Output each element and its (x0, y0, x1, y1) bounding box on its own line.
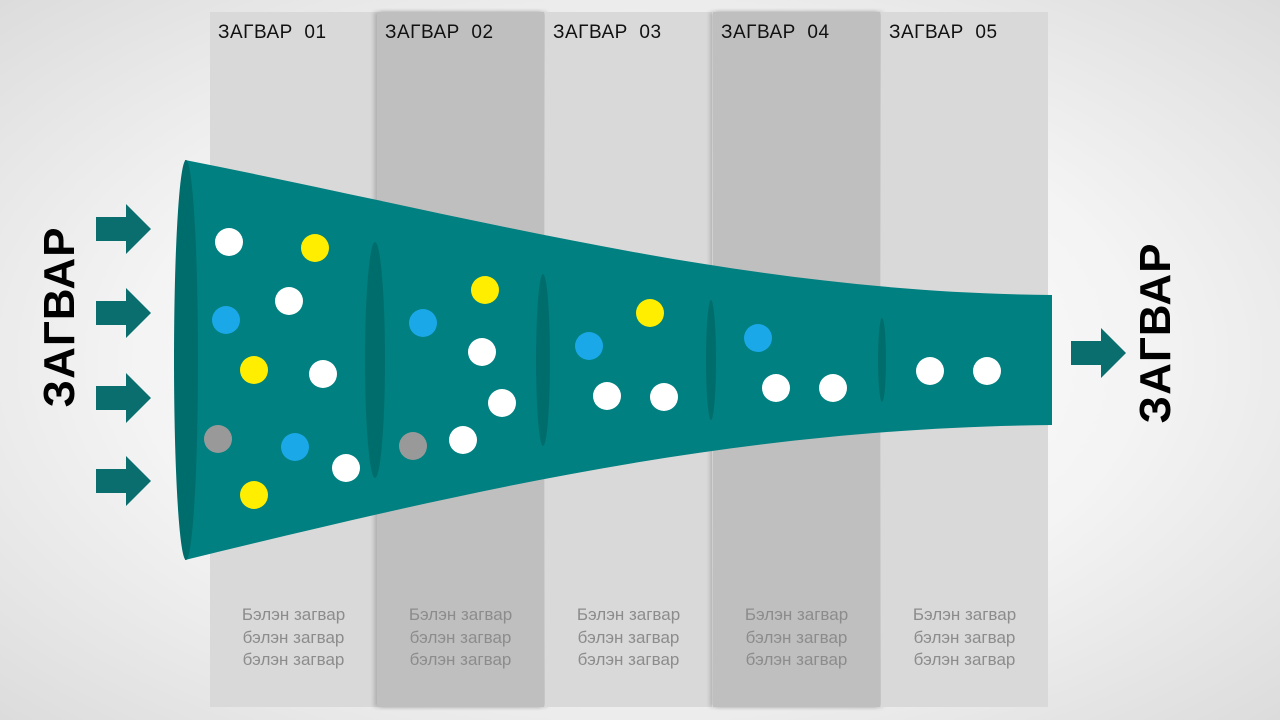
funnel-ring-3 (706, 300, 716, 420)
stage-title-4: ЗАГВАР 04 (721, 22, 830, 43)
dot-white (468, 338, 496, 366)
dot-yellow (636, 299, 664, 327)
funnel-body (185, 160, 1052, 560)
dot-white (593, 382, 621, 410)
stage-title-2: ЗАГВАР 02 (385, 22, 494, 43)
stage-description-2: Бэлэн загвар бэлэн загвар бэлэн загвар (408, 605, 513, 669)
stage-description-5: Бэлэн загвар бэлэн загвар бэлэн загвар (912, 605, 1017, 669)
dot-white (309, 360, 337, 388)
stage-title-5: ЗАГВАР 05 (889, 22, 998, 43)
input-label: ЗАГВАР (35, 226, 84, 408)
funnel-ring-2 (536, 274, 550, 446)
stage-description-4: Бэлэн загвар бэлэн загвар бэлэн загвар (744, 605, 849, 669)
dot-white (819, 374, 847, 402)
right-arrow-icon (1071, 328, 1126, 378)
dot-gray (399, 432, 427, 460)
dot-blue (409, 309, 437, 337)
dot-white (275, 287, 303, 315)
dot-white (449, 426, 477, 454)
right-arrow-icon (96, 288, 151, 338)
dot-white (332, 454, 360, 482)
dot-white (650, 383, 678, 411)
dot-white (916, 357, 944, 385)
right-arrow-icon (96, 204, 151, 254)
dot-blue (212, 306, 240, 334)
stage-description-3: Бэлэн загвар бэлэн загвар бэлэн загвар (576, 605, 681, 669)
dot-blue (281, 433, 309, 461)
dot-gray (204, 425, 232, 453)
stage-description-1: Бэлэн загвар бэлэн загвар бэлэн загвар (241, 605, 346, 669)
stage-title-1: ЗАГВАР 01 (218, 22, 327, 43)
dot-yellow (301, 234, 329, 262)
dot-white (215, 228, 243, 256)
stage-title-3: ЗАГВАР 03 (553, 22, 662, 43)
right-arrow-icon (96, 373, 151, 423)
funnel-ring-4 (878, 318, 886, 402)
funnel-ring-1 (365, 242, 385, 478)
output-label: ЗАГВАР (1131, 242, 1180, 424)
dot-yellow (240, 481, 268, 509)
dot-white (973, 357, 1001, 385)
right-arrow-icon (96, 456, 151, 506)
dot-white (488, 389, 516, 417)
dot-yellow (240, 356, 268, 384)
funnel-ring-0 (174, 160, 198, 560)
dot-blue (744, 324, 772, 352)
dot-yellow (471, 276, 499, 304)
dot-blue (575, 332, 603, 360)
dot-white (762, 374, 790, 402)
